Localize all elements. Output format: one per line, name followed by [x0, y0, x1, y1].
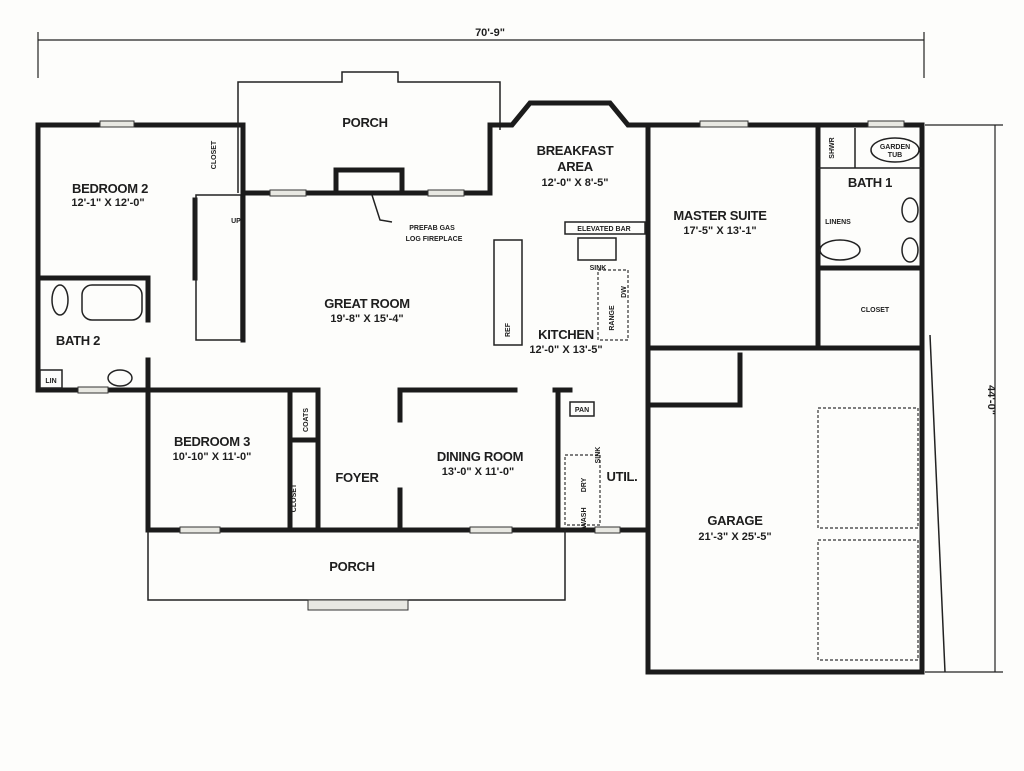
util-sink-label: SINK [595, 447, 602, 464]
linen-label: LIN [45, 378, 56, 385]
room-labels: PORCH BREAKFAST AREA 12'-0" X 8'-5" BEDR… [56, 115, 893, 574]
stair-up-label: UP [231, 218, 241, 225]
util-label: UTIL. [607, 469, 638, 484]
sink-label: SINK [590, 265, 607, 272]
fixture-labels: PREFAB GAS LOG FIREPLACE CLOSET UP LIN L… [45, 137, 910, 528]
refrigerator-label: REF [505, 322, 512, 337]
dining-size: 13'-0" X 11'-0" [442, 466, 515, 478]
bedroom3-size: 10'-10" X 11'-0" [173, 451, 252, 463]
great-room-label: GREAT ROOM [324, 296, 410, 311]
bath1-label: BATH 1 [848, 175, 892, 190]
depth-dimension: 44'-0" [925, 124, 1003, 673]
garage-label: GARAGE [707, 513, 763, 528]
great-room-size: 19'-8" X 15'-4" [330, 313, 403, 325]
bath2-label: BATH 2 [56, 333, 100, 348]
garden-tub-label-2: TUB [888, 152, 902, 159]
bedroom3-label: BEDROOM 3 [174, 434, 250, 449]
breakfast-label-2: AREA [557, 159, 594, 174]
dryer-label: DRY [581, 477, 588, 492]
dining-label: DINING ROOM [437, 449, 523, 464]
coats-closet-label: COATS [303, 408, 310, 432]
shower-label: SHWR [829, 137, 836, 158]
kitchen-label: KITCHEN [538, 327, 594, 342]
rear-porch-label: PORCH [342, 115, 387, 130]
front-porch-label: PORCH [329, 559, 374, 574]
width-label: 70'-9" [475, 27, 505, 39]
master-suite-size: 17'-5" X 13'-1" [683, 225, 756, 237]
bedroom2-closet-label: CLOSET [211, 140, 218, 169]
master-suite-label: MASTER SUITE [673, 208, 767, 223]
range-label: RANGE [609, 305, 616, 331]
walls [35, 71, 946, 675]
master-closet-label: CLOSET [861, 307, 890, 314]
foyer-label: FOYER [335, 470, 379, 485]
pantry-label: PAN [575, 407, 589, 414]
bedroom2-label: BEDROOM 2 [72, 181, 148, 196]
fireplace-label-2: LOG FIREPLACE [406, 236, 463, 243]
linens-label: LINENS [825, 219, 851, 226]
washer-label: WASH [581, 508, 588, 529]
kitchen-size: 12'-0" X 13'-5" [529, 344, 602, 356]
breakfast-size: 12'-0" X 8'-5" [541, 177, 608, 189]
depth-label: 44'-0" [985, 385, 997, 415]
fireplace-label-1: PREFAB GAS [409, 225, 455, 232]
windows [77, 120, 905, 534]
garden-tub-label-1: GARDEN [880, 144, 910, 151]
width-dimension: 70'-9" [37, 27, 925, 78]
garage-size: 21'-3" X 25'-5" [698, 531, 771, 543]
bedroom3-closet-label: CLOSET [291, 483, 298, 512]
dishwasher-label: DW [621, 286, 628, 298]
elevated-bar-label: ELEVATED BAR [577, 226, 630, 233]
bedroom2-size: 12'-1" X 12'-0" [71, 197, 144, 209]
breakfast-label: BREAKFAST [537, 143, 614, 158]
